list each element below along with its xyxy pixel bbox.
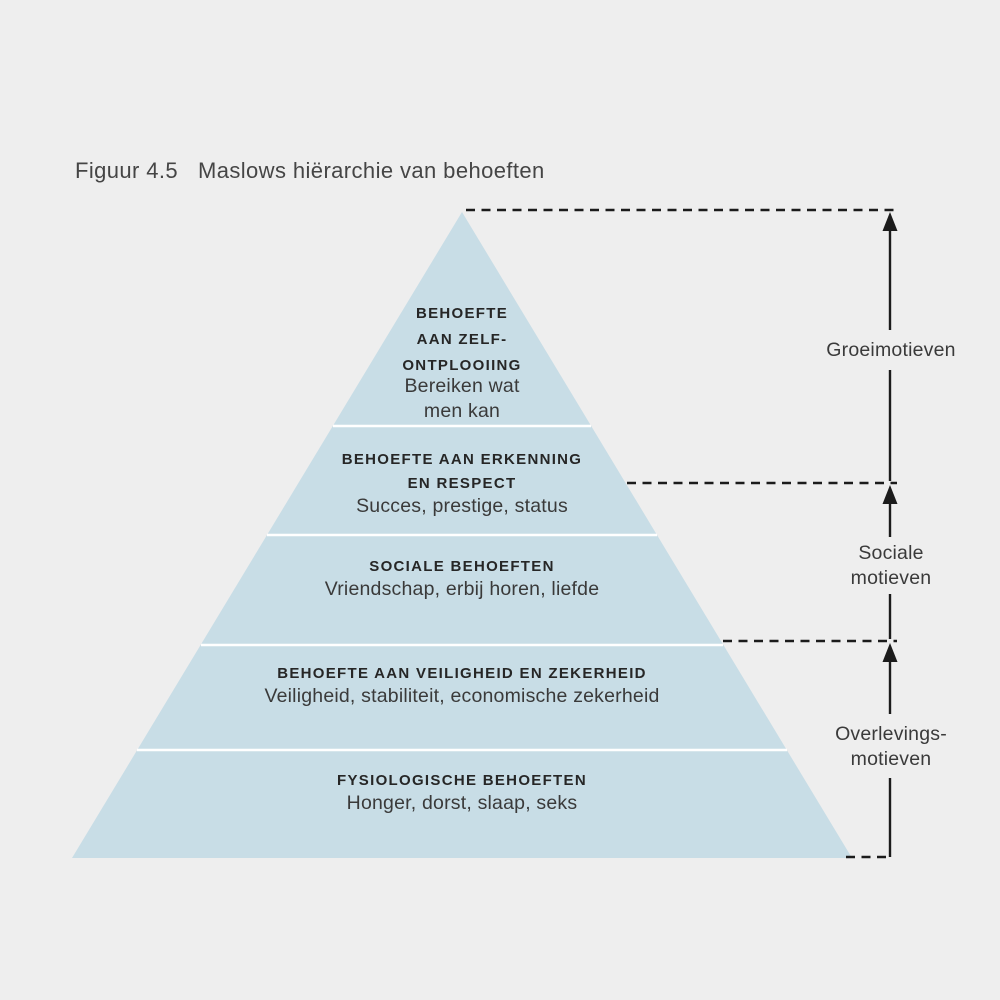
figure-title: Maslows hiërarchie van behoeften xyxy=(198,158,545,183)
level-1-subtext-line-1: Bereiken wat xyxy=(404,375,520,397)
level-5-subtext-line-1: Honger, dorst, slaap, seks xyxy=(347,792,578,814)
level-3-subtext-line-1: Vriendschap, erbij horen, liefde xyxy=(325,578,600,600)
level-2-heading-line-1: BEHOEFTE AAN ERKENNING xyxy=(342,451,583,468)
level-1-heading-line-2: AAN ZELF- xyxy=(417,331,508,348)
figure-number-label: Figuur 4.5 xyxy=(75,158,178,183)
social-arrowhead-icon xyxy=(882,485,898,504)
survival-arrowhead-icon xyxy=(882,643,898,662)
motive-label-survival-line-2: motieven xyxy=(851,748,932,770)
motive-label-social-line-2: motieven xyxy=(851,567,932,589)
level-1-subtext-line-2: men kan xyxy=(424,400,500,422)
level-5-heading-line-1: FYSIOLOGISCHE BEHOEFTEN xyxy=(337,772,587,789)
level-1-heading-line-3: ONTPLOOIING xyxy=(402,357,521,374)
level-4-heading-line-1: BEHOEFTE AAN VEILIGHEID EN ZEKERHEID xyxy=(277,665,647,682)
level-2-subtext-line-1: Succes, prestige, status xyxy=(356,495,568,517)
motive-label-survival-line-1: Overlevings- xyxy=(835,723,947,745)
motive-label-growth: Groeimotieven xyxy=(826,339,955,361)
level-1-heading-line-1: BEHOEFTE xyxy=(416,305,508,322)
level-2-heading-line-2: EN RESPECT xyxy=(408,475,517,492)
level-3-heading-line-1: SOCIALE BEHOEFTEN xyxy=(369,558,554,575)
level-4-subtext-line-1: Veiligheid, stabiliteit, economische zek… xyxy=(264,685,659,707)
motive-label-social-line-1: Sociale xyxy=(858,542,923,564)
growth-arrowhead-icon xyxy=(882,212,898,231)
